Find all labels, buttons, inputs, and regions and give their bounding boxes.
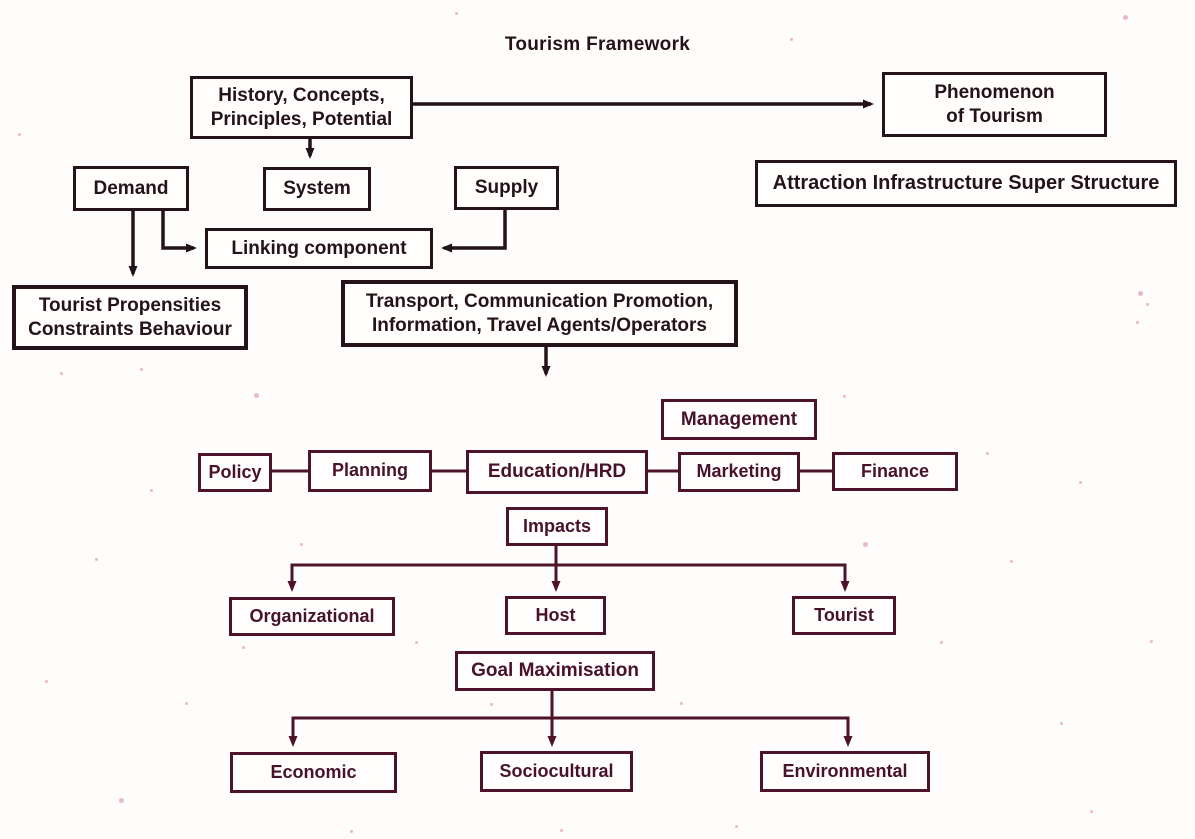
node-label: Transport, Communication Promotion, [365, 291, 714, 313]
node-label: Economic [270, 761, 357, 782]
node-tourist: Tourist [792, 596, 896, 635]
node-label: System [283, 178, 351, 200]
node-label: Attraction Infrastructure Super Structur… [772, 172, 1160, 195]
node-label: Education/HRD [487, 461, 627, 483]
node-economic: Economic [230, 752, 397, 793]
node-label: Principles, Potential [210, 108, 393, 130]
diagram-title: Tourism Framework [504, 34, 691, 55]
node-planning: Planning [308, 450, 432, 492]
node-goal-maximisation: Goal Maximisation [455, 651, 655, 691]
node-label: Sociocultural [499, 760, 614, 781]
node-label: Marketing [696, 461, 782, 482]
node-label: Finance [860, 460, 930, 481]
node-transport-communication: Transport, Communication Promotion, Info… [341, 280, 738, 347]
node-host: Host [505, 596, 606, 635]
node-label: of Tourism [946, 105, 1043, 127]
scan-speckles [0, 0, 3, 3]
node-label: Information, Travel Agents/Operators [371, 314, 708, 336]
node-organizational: Organizational [229, 597, 395, 636]
node-policy: Policy [198, 453, 272, 492]
node-demand: Demand [73, 166, 189, 211]
node-label: Management [680, 408, 798, 430]
node-phenomenon-of-tourism: Phenomenon of Tourism [882, 72, 1107, 137]
node-finance: Finance [832, 452, 958, 491]
node-impacts: Impacts [506, 507, 608, 546]
node-supply: Supply [454, 166, 559, 210]
node-environmental: Environmental [760, 751, 930, 792]
node-attraction-infrastructure: Attraction Infrastructure Super Structur… [755, 160, 1177, 207]
node-label: Demand [93, 177, 169, 199]
node-label: History, Concepts, [218, 85, 385, 107]
node-label: Tourist Propensities [38, 295, 222, 317]
node-label: Impacts [522, 515, 592, 536]
node-label: Policy [208, 461, 262, 482]
node-label: Environmental [782, 760, 908, 781]
node-label: Goal Maximisation [471, 660, 639, 682]
node-label: Phenomenon [934, 82, 1055, 104]
node-label: Organizational [249, 605, 375, 626]
node-label: Planning [332, 460, 408, 481]
node-history-concepts: History, Concepts, Principles, Potential [190, 76, 413, 139]
node-label: Host [535, 604, 576, 625]
node-linking-component: Linking component [205, 228, 433, 269]
node-label: Constraints Behaviour [28, 318, 232, 340]
node-tourist-propensities: Tourist Propensities Constraints Behavio… [12, 285, 248, 350]
node-system: System [263, 167, 371, 211]
node-label: Tourist [814, 604, 874, 625]
node-management: Management [661, 399, 817, 440]
node-education-hrd: Education/HRD [466, 450, 648, 494]
node-sociocultural: Sociocultural [480, 751, 633, 792]
node-label: Supply [474, 177, 539, 199]
node-marketing: Marketing [678, 452, 800, 492]
node-label: Linking component [231, 237, 407, 259]
